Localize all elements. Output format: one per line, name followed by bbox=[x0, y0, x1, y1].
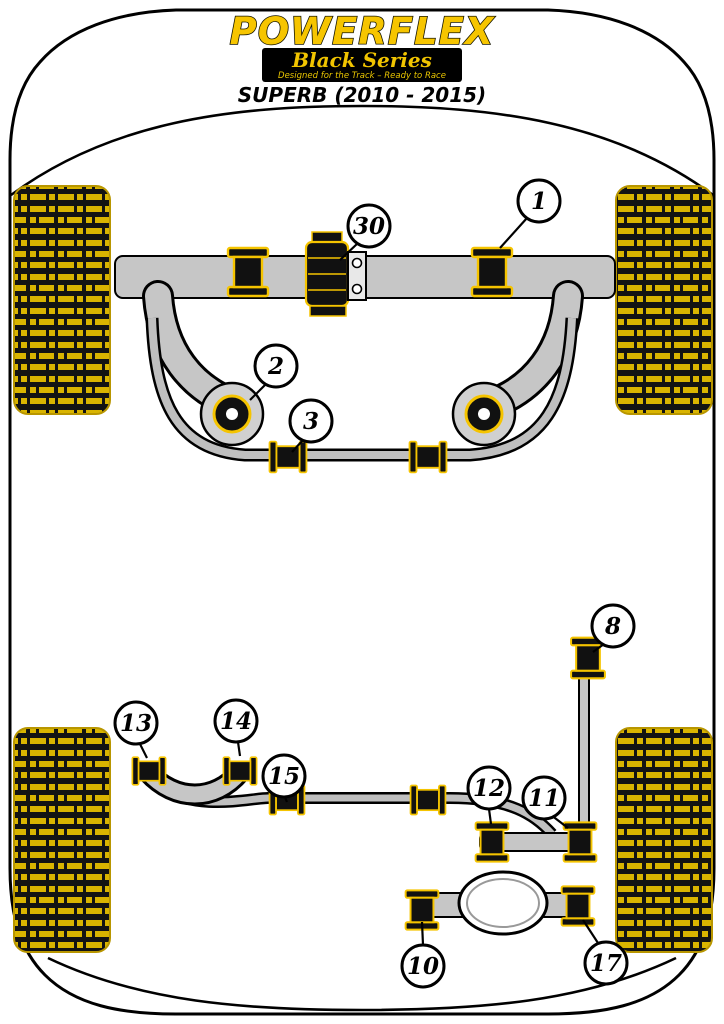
callout-11-label: 11 bbox=[528, 785, 560, 812]
callout-15-label: 15 bbox=[268, 763, 300, 790]
callout-11: 11 bbox=[521, 775, 569, 829]
front-hub-bushing-left bbox=[199, 381, 265, 447]
callout-3-label: 3 bbox=[303, 408, 319, 435]
tire-rear-right bbox=[615, 727, 713, 953]
callout-14: 14 bbox=[213, 698, 259, 757]
callout-3: 3 bbox=[288, 398, 334, 453]
front-anti-roll-bar bbox=[145, 317, 579, 462]
callout-10-label: 10 bbox=[407, 953, 439, 980]
rear-arb-bushing-right bbox=[409, 784, 447, 816]
tire-front-right bbox=[615, 185, 713, 415]
callout-8-label: 8 bbox=[604, 613, 621, 640]
callout-1-label: 1 bbox=[531, 188, 547, 215]
tire-front-left bbox=[13, 185, 111, 415]
rear-drop-link bbox=[578, 675, 590, 839]
rear-trailing-arm-bushing-13 bbox=[131, 756, 167, 786]
callout-17: 17 bbox=[582, 919, 629, 986]
brand-tagline: Designed for the Track – Ready to Race bbox=[278, 71, 446, 81]
callout-2-label: 2 bbox=[267, 353, 284, 380]
callout-13: 13 bbox=[113, 700, 159, 759]
rear-arm-bushing-11 bbox=[562, 821, 598, 863]
callout-13-label: 13 bbox=[120, 710, 152, 737]
black-series-banner bbox=[262, 48, 462, 82]
callout-12: 12 bbox=[466, 765, 512, 825]
callout-2: 2 bbox=[249, 343, 299, 401]
callout-15: 15 bbox=[261, 753, 307, 803]
trunk-line bbox=[47, 956, 677, 1012]
front-arm-bushing-right bbox=[470, 246, 514, 298]
vehicle-model-title: SUPERB (2010 - 2015) bbox=[238, 83, 486, 107]
callout-1: 1 bbox=[499, 178, 562, 249]
callout-30: 30 bbox=[339, 203, 392, 261]
callout-12-label: 12 bbox=[473, 775, 505, 802]
black-series-label: Black Series bbox=[291, 48, 432, 72]
front-arm-bushing-left bbox=[226, 246, 270, 298]
brand-wordmark: POWERFLEX bbox=[230, 10, 496, 53]
powerflex-logo: POWERFLEX Black Series Designed for the … bbox=[229, 9, 496, 82]
rear-spring-seat-ring bbox=[457, 870, 549, 936]
front-arb-bushing-right bbox=[408, 440, 448, 474]
callout-10: 10 bbox=[400, 921, 446, 989]
callout-30-label: 30 bbox=[353, 213, 385, 240]
front-arb-bushing-left bbox=[268, 440, 308, 474]
engine-mount bbox=[304, 231, 367, 317]
rear-arm-bushing-12 bbox=[474, 821, 510, 863]
front-hub-bushing-right bbox=[451, 381, 517, 447]
rear-trailing-arm-bushing-14 bbox=[222, 756, 258, 786]
tire-rear-left bbox=[13, 727, 111, 953]
callout-8: 8 bbox=[590, 603, 636, 653]
callout-17-label: 17 bbox=[590, 950, 622, 977]
hood-line bbox=[10, 104, 714, 197]
rear-tie-bar-bushing-17 bbox=[560, 885, 596, 927]
callout-14-label: 14 bbox=[220, 708, 252, 735]
car-body-outline bbox=[8, 8, 716, 1016]
